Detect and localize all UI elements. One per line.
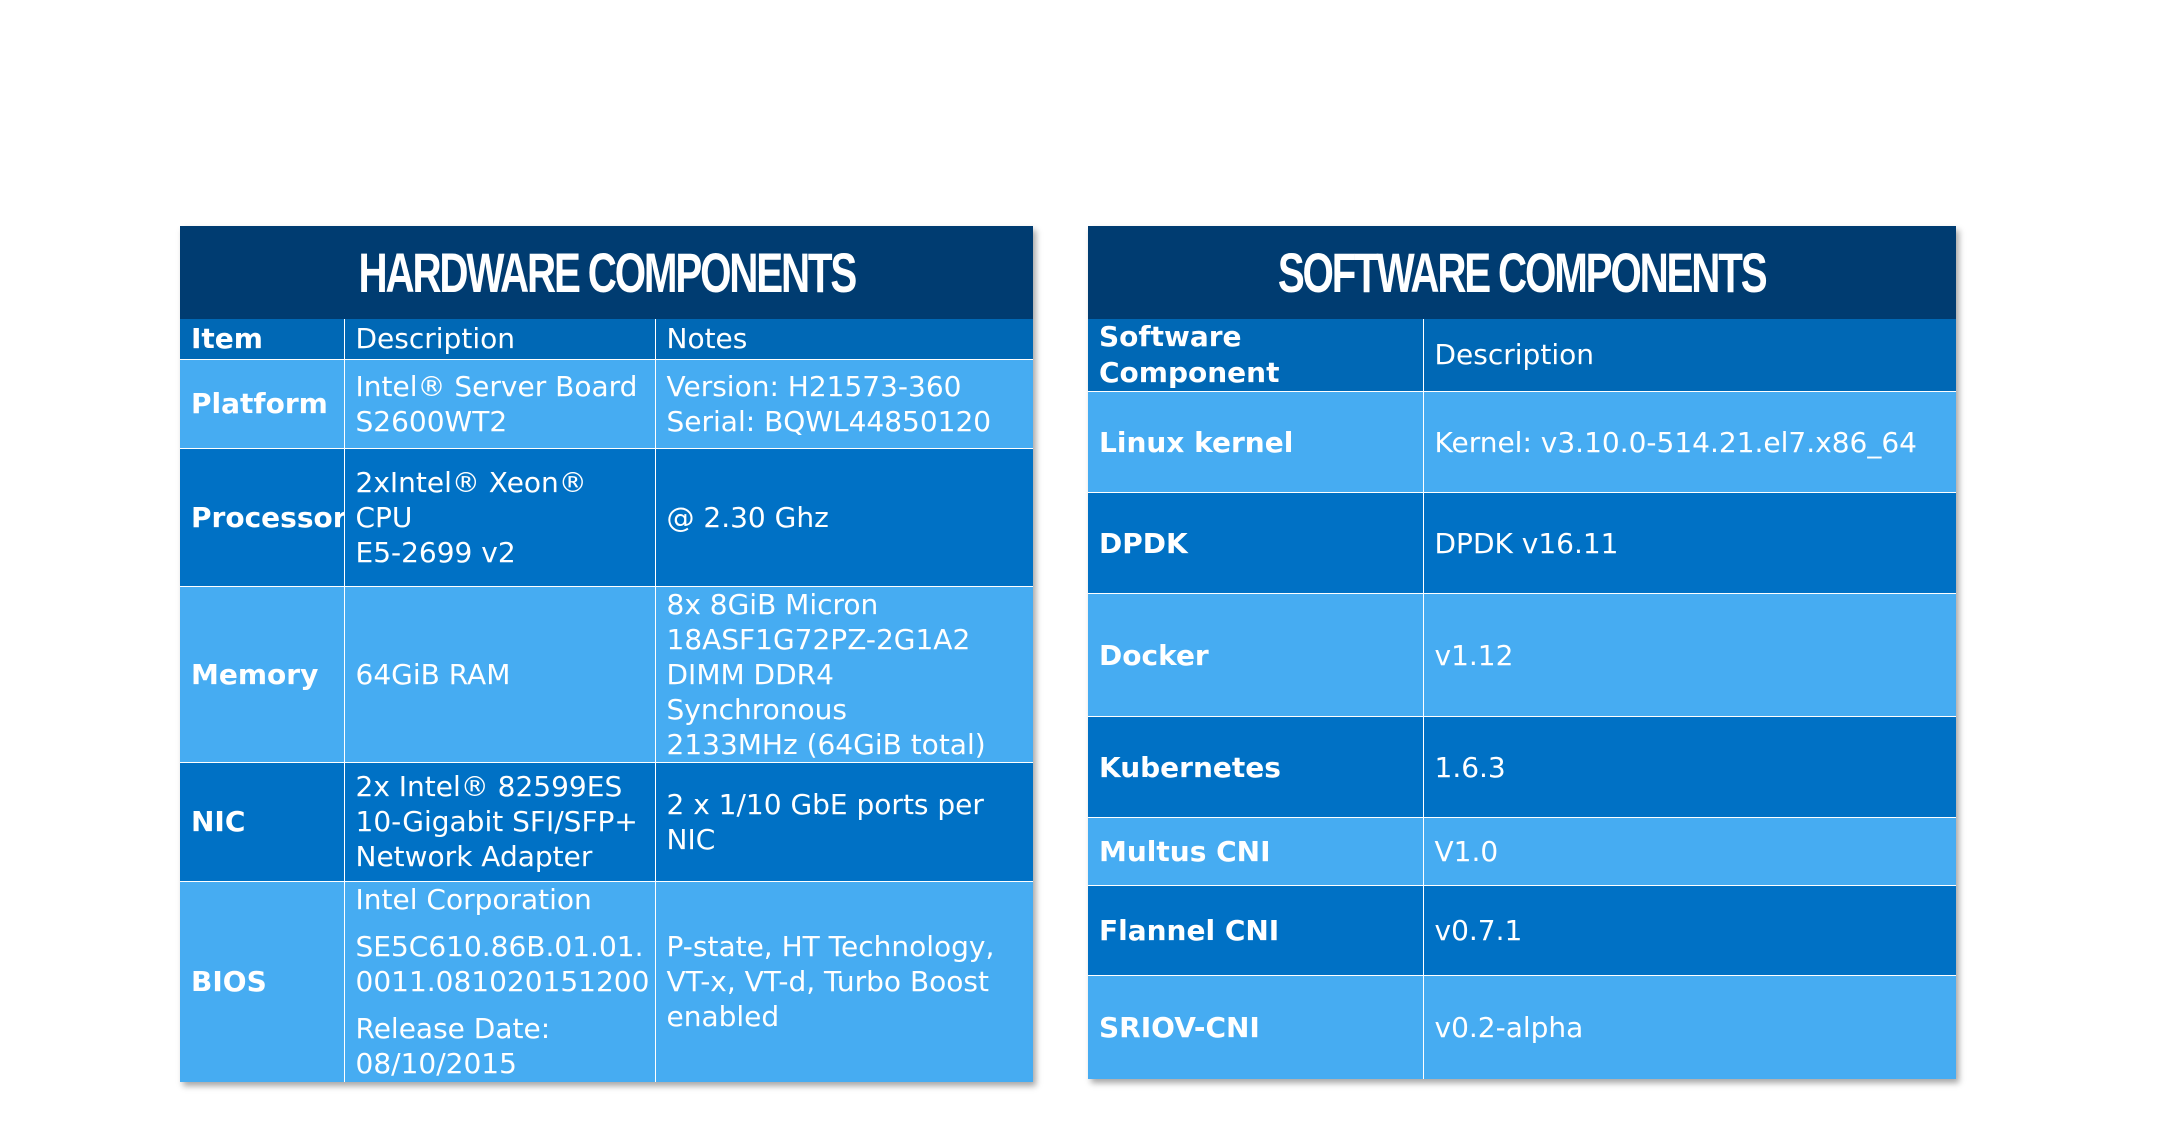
software-title: SOFTWARE COMPONENTS bbox=[1088, 226, 1956, 319]
table-row: Multus CNI V1.0 bbox=[1088, 817, 1956, 886]
cell-line: 2xIntel® Xeon® CPU bbox=[355, 465, 587, 534]
cell-line: 2x Intel® 82599ES bbox=[355, 770, 623, 803]
header-description: Description bbox=[343, 319, 655, 359]
component-docker: Docker bbox=[1088, 593, 1423, 717]
cell-line: enabled bbox=[666, 1000, 780, 1034]
cell-line: Intel Corporation bbox=[355, 883, 592, 917]
component-flannel-cni: Flannel CNI bbox=[1088, 885, 1423, 976]
component-description: 1.6.3 bbox=[1422, 716, 1956, 818]
cell-line: E5-2699 v2 bbox=[355, 535, 516, 569]
component-description: v0.2-alpha bbox=[1422, 975, 1956, 1079]
memory-description: 64GiB RAM bbox=[343, 585, 655, 762]
item-processor: Processor bbox=[180, 447, 344, 586]
table-row: Linux kernel Kernel: v3.10.0-514.21.el7.… bbox=[1088, 391, 1956, 493]
bios-description: Intel Corporation SE5C610.86B.01.01. 001… bbox=[343, 880, 655, 1082]
hardware-title: HARDWARE COMPONENTS bbox=[180, 226, 1033, 319]
hardware-components-table: HARDWARE COMPONENTS Item Description Not… bbox=[180, 226, 1033, 1082]
component-description: V1.0 bbox=[1422, 817, 1956, 886]
table-row: Docker v1.12 bbox=[1088, 593, 1956, 717]
component-description: DPDK v16.11 bbox=[1422, 492, 1956, 594]
component-linux-kernel: Linux kernel bbox=[1088, 391, 1423, 493]
cell-line: Network Adapter bbox=[355, 840, 593, 873]
cell-line: SE5C610.86B.01.01. bbox=[355, 930, 644, 964]
component-sriov-cni: SRIOV-CNI bbox=[1088, 975, 1423, 1079]
table-row: BIOS Intel Corporation SE5C610.86B.01.01… bbox=[180, 880, 1033, 1082]
processor-description: 2xIntel® Xeon® CPU E5-2699 v2 bbox=[343, 447, 655, 586]
component-description: v0.7.1 bbox=[1422, 885, 1956, 976]
nic-notes: 2 x 1/10 GbE ports per NIC bbox=[654, 761, 1033, 881]
bios-notes: P-state, HT Technology, VT-x, VT-d, Turb… bbox=[654, 880, 1033, 1082]
cell-line: 18ASF1G72PZ-2G1A2 bbox=[666, 622, 971, 656]
cell-line: S2600WT2 bbox=[355, 404, 508, 438]
hardware-title-text: HARDWARE COMPONENTS bbox=[358, 241, 857, 304]
cell-line: 2 x 1/10 GbE ports per NIC bbox=[666, 787, 984, 856]
component-dpdk: DPDK bbox=[1088, 492, 1423, 594]
header-software-component: Software Component bbox=[1088, 319, 1423, 392]
software-title-text: SOFTWARE COMPONENTS bbox=[1278, 241, 1768, 304]
hardware-table: Item Description Notes Platform Intel® S… bbox=[180, 319, 1033, 1082]
platform-description: Intel® Server Board S2600WT2 bbox=[343, 358, 655, 448]
memory-notes: 8x 8GiB Micron 18ASF1G72PZ-2G1A2 DIMM DD… bbox=[654, 585, 1033, 762]
table-row: Memory 64GiB RAM 8x 8GiB Micron 18ASF1G7… bbox=[180, 585, 1033, 762]
table-row: Processor 2xIntel® Xeon® CPU E5-2699 v2 … bbox=[180, 447, 1033, 586]
platform-notes: Version: H21573-360 Serial: BQWL44850120 bbox=[654, 358, 1033, 448]
component-description: Kernel: v3.10.0-514.21.el7.x86_64 bbox=[1422, 391, 1956, 493]
item-platform: Platform bbox=[180, 358, 344, 448]
item-nic: NIC bbox=[180, 761, 344, 881]
cell-line: 10-Gigabit SFI/SFP+ bbox=[355, 805, 638, 838]
table-row: NIC 2x Intel® 82599ES 10-Gigabit SFI/SFP… bbox=[180, 761, 1033, 881]
cell-line: 2133MHz (64GiB total) bbox=[666, 727, 986, 761]
cell-line: Intel® Server Board bbox=[355, 369, 638, 403]
cell-line: P-state, HT Technology, bbox=[666, 930, 995, 964]
cell-line: 8x 8GiB Micron bbox=[666, 587, 879, 621]
cell-line: 64GiB RAM bbox=[355, 657, 511, 691]
header-notes: Notes bbox=[654, 319, 1033, 359]
table-row: DPDK DPDK v16.11 bbox=[1088, 492, 1956, 594]
cell-line: 0011.081020151200 bbox=[355, 965, 650, 999]
header-description: Description bbox=[1422, 319, 1956, 392]
cell-line: 08/10/2015 bbox=[355, 1047, 517, 1081]
table-row: Platform Intel® Server Board S2600WT2 Ve… bbox=[180, 358, 1033, 448]
cell-line: Version: H21573-360 bbox=[666, 369, 962, 403]
component-kubernetes: Kubernetes bbox=[1088, 716, 1423, 818]
software-components-table: SOFTWARE COMPONENTS Software Component D… bbox=[1088, 226, 1956, 1079]
software-table: Software Component Description Linux ker… bbox=[1088, 319, 1956, 1079]
hardware-header-row: Item Description Notes bbox=[180, 319, 1033, 359]
table-row: Flannel CNI v0.7.1 bbox=[1088, 885, 1956, 976]
cell-line: Release Date: bbox=[355, 1012, 551, 1046]
header-item: Item bbox=[180, 319, 344, 359]
table-row: Kubernetes 1.6.3 bbox=[1088, 716, 1956, 818]
component-multus-cni: Multus CNI bbox=[1088, 817, 1423, 886]
component-description: v1.12 bbox=[1422, 593, 1956, 717]
software-header-row: Software Component Description bbox=[1088, 319, 1956, 392]
cell-line: VT-x, VT-d, Turbo Boost bbox=[666, 965, 989, 999]
item-memory: Memory bbox=[180, 585, 344, 762]
cell-line: DIMM DDR4 Synchronous bbox=[666, 657, 847, 726]
cell-line: Serial: BQWL44850120 bbox=[666, 404, 992, 438]
cell-line: @ 2.30 Ghz bbox=[666, 500, 829, 534]
processor-notes: @ 2.30 Ghz bbox=[654, 447, 1033, 586]
table-row: SRIOV-CNI v0.2-alpha bbox=[1088, 975, 1956, 1079]
item-bios: BIOS bbox=[180, 880, 344, 1082]
nic-description: 2x Intel® 82599ES 10-Gigabit SFI/SFP+ Ne… bbox=[343, 761, 655, 881]
